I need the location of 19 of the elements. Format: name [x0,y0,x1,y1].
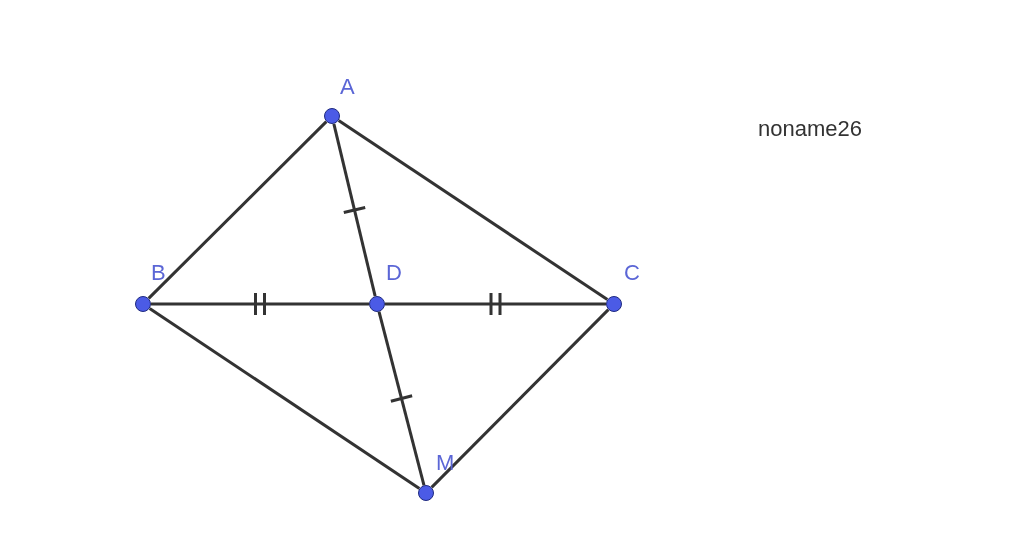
point-dot [606,296,622,312]
line-segment [332,123,377,297]
line-segment [148,307,421,490]
point-dot [135,296,151,312]
point-dot [324,108,340,124]
line-segment [147,120,328,300]
line-segment [337,119,609,301]
point-label: C [624,262,640,284]
point-label: D [386,262,402,284]
point-dot [369,296,385,312]
point-dot [418,485,434,501]
point-label: A [340,76,355,98]
point-label: M [436,452,455,474]
point-label: B [151,262,166,284]
figure-name: noname26 [758,118,862,140]
line-segment [430,308,610,489]
line-segment [385,302,606,306]
line-segment [151,302,369,306]
line-segment [377,311,426,486]
